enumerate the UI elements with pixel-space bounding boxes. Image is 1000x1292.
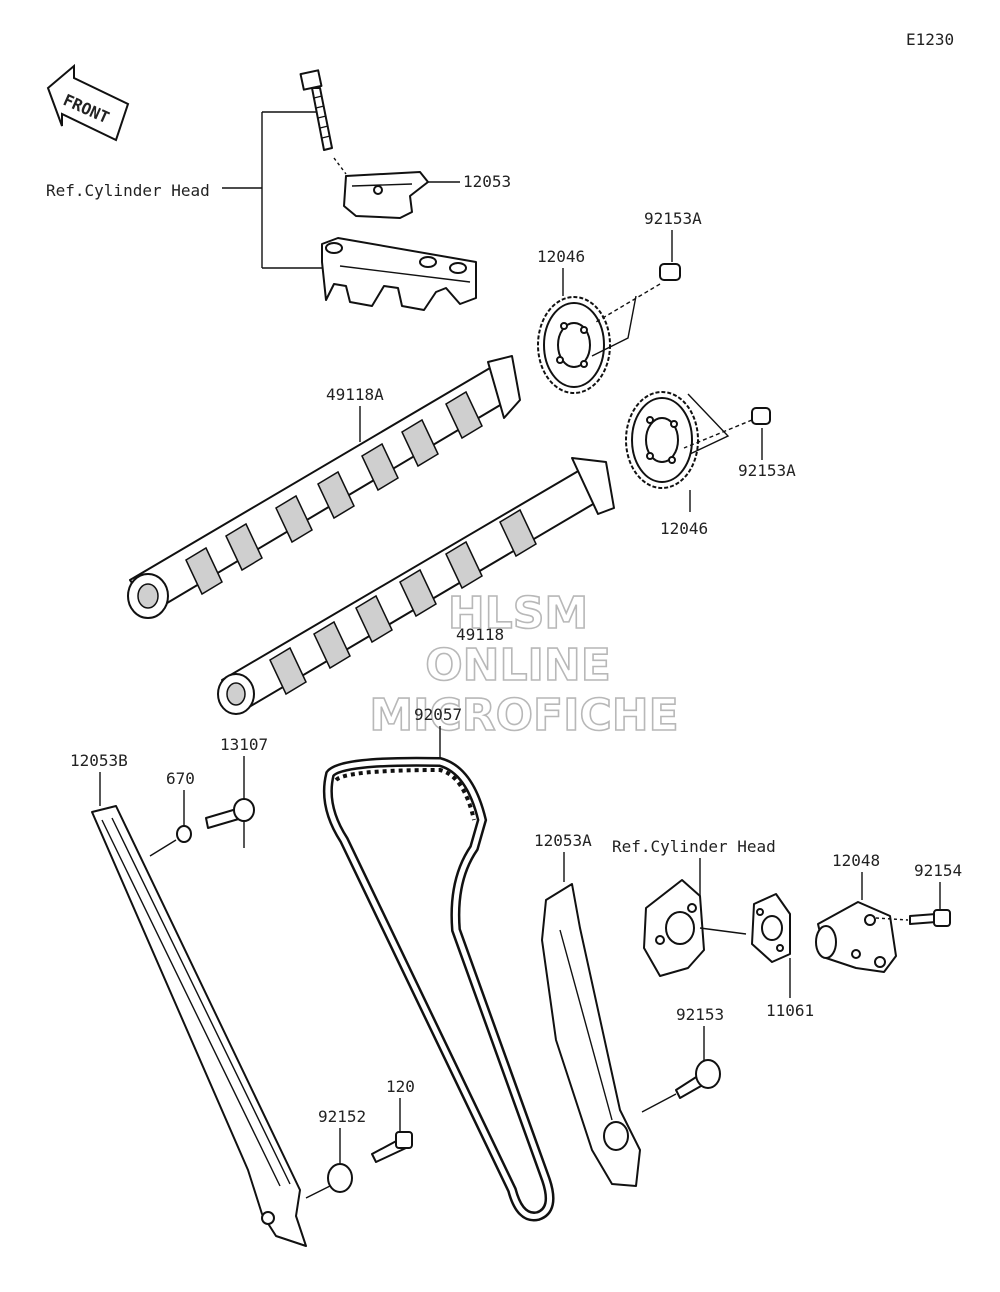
watermark-line-1: HLSM (448, 588, 588, 639)
part-670: 670 (166, 769, 195, 788)
ref-cylinder-head-2: Ref.Cylinder Head (612, 837, 776, 856)
part-12053A: 12053A (534, 831, 592, 850)
o-ring (149, 825, 192, 857)
chain-tensioner (815, 901, 897, 973)
part-49118A: 49118A (326, 385, 384, 404)
tensioner-bolt (875, 909, 951, 927)
part-49118: 49118 (456, 625, 504, 644)
part-92153: 92153 (676, 1005, 724, 1024)
sprocket-bolt-top (591, 263, 681, 357)
part-92154: 92154 (914, 861, 962, 880)
camshaft-cap (321, 237, 477, 311)
guide-pivot-bolt (641, 1059, 721, 1113)
diagram-code: E1230 (906, 30, 954, 49)
part-12046-top: 12046 (537, 247, 585, 266)
watermark-line-3: MICROFICHE (369, 690, 678, 741)
ref-bracket-1 (222, 111, 326, 269)
part-92153A-right: 92153A (738, 461, 796, 480)
chain-guide-top (343, 171, 460, 219)
cam-sprocket-top (537, 296, 611, 394)
collar-92152 (305, 1163, 353, 1199)
ref-cylinder-head-1: Ref.Cylinder Head (46, 181, 210, 200)
camshaft-intake (127, 355, 521, 619)
cam-sprocket-bottom (625, 391, 699, 489)
front-arrow-icon: FRONT (46, 63, 130, 142)
part-92152: 92152 (318, 1107, 366, 1126)
camshaft-exhaust (217, 457, 615, 715)
part-13107: 13107 (220, 735, 268, 754)
sprocket-bolt-bottom (683, 393, 771, 455)
watermark-line-2: ONLINE (425, 640, 611, 691)
part-12053B: 12053B (70, 751, 128, 770)
part-11061: 11061 (766, 1001, 814, 1020)
tensioner-mount-boss (643, 879, 747, 977)
pivot-bolt (205, 798, 255, 829)
chain-guide-left (91, 805, 307, 1247)
part-120: 120 (386, 1077, 415, 1096)
part-12053: 12053 (463, 172, 511, 191)
chain-tensioner-guide (541, 883, 641, 1187)
part-92057: 92057 (414, 705, 462, 724)
cam-cap-bolt (299, 69, 347, 175)
part-12046-bottom: 12046 (660, 519, 708, 538)
part-92153A-top: 92153A (644, 209, 702, 228)
bolt-120 (371, 1131, 413, 1163)
timing-chain (322, 756, 555, 1222)
gasket (751, 893, 791, 963)
part-12048: 12048 (832, 851, 880, 870)
